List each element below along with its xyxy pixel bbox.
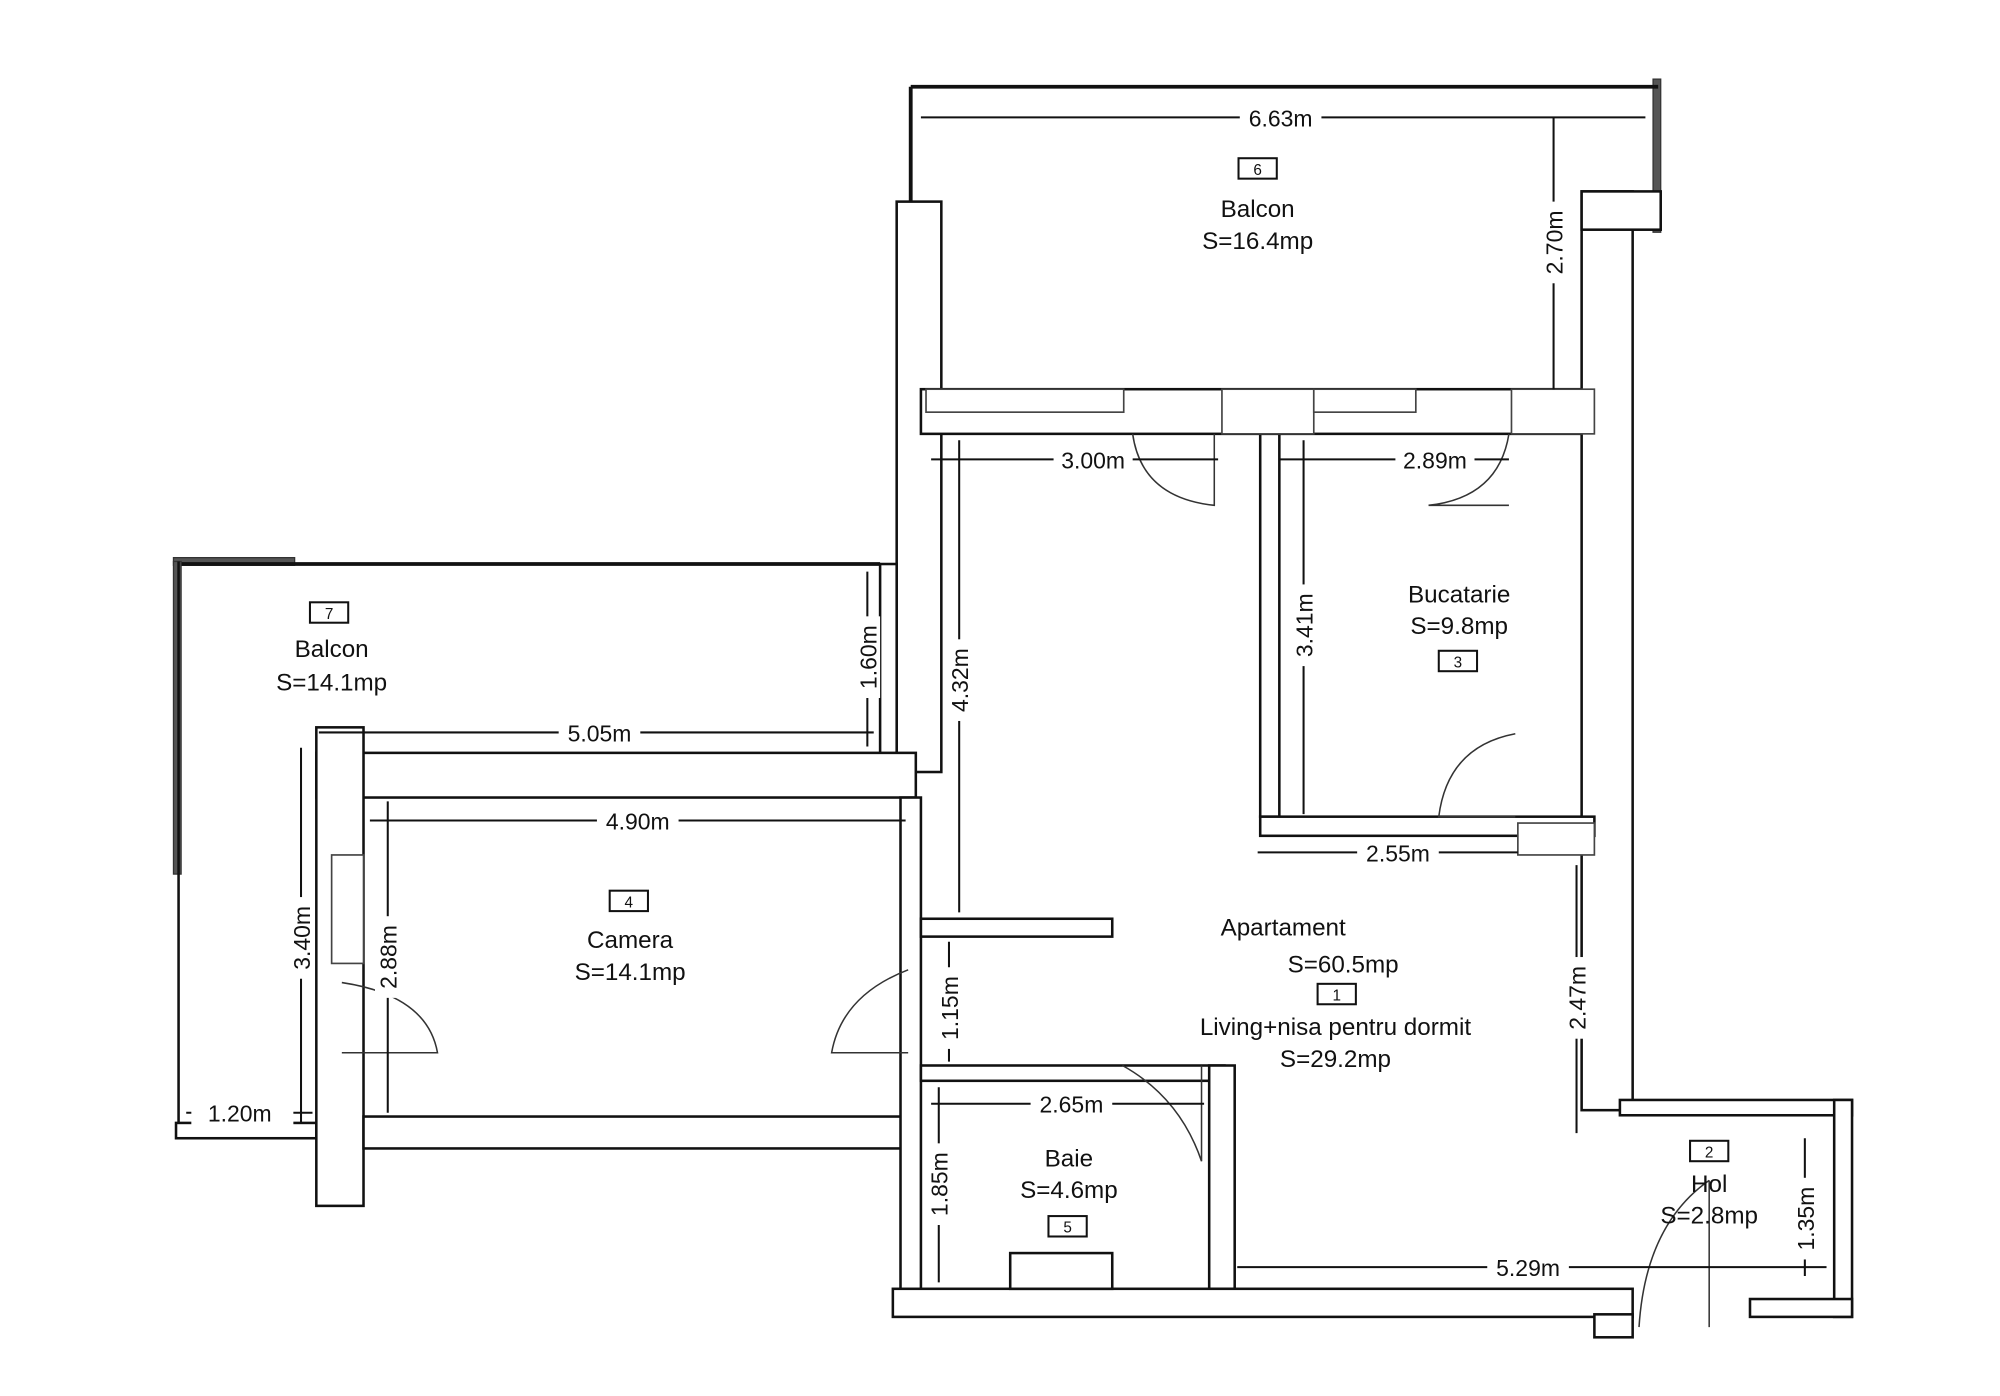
dim-label: 5.05m bbox=[568, 720, 632, 746]
dim-label: 2.55m bbox=[1366, 840, 1430, 866]
room-5: Baie S=4.6mp 5 bbox=[1020, 1145, 1118, 1238]
room-area: S=16.4mp bbox=[1202, 228, 1313, 255]
dim-label: 2.88m bbox=[376, 925, 402, 989]
room-1: Apartament S=60.5mp 1 Living+nisa pentru… bbox=[1200, 914, 1471, 1072]
dim-label: 2.65m bbox=[1040, 1092, 1104, 1118]
room-area: S=14.1mp bbox=[276, 669, 387, 696]
dim-label: 6.63m bbox=[1249, 105, 1313, 131]
dim-label: 1.60m bbox=[855, 625, 881, 689]
dim-label: 3.40m bbox=[289, 906, 315, 970]
dim-label: 4.32m bbox=[947, 648, 973, 712]
room-2: 2 Hol S=2.8mp bbox=[1660, 1139, 1758, 1230]
dim-label: 4.90m bbox=[606, 808, 670, 834]
room-area: S=29.2mp bbox=[1280, 1046, 1391, 1073]
room-number: 5 bbox=[1063, 1220, 1072, 1237]
room-area: S=2.8mp bbox=[1660, 1203, 1758, 1230]
room-number: 3 bbox=[1454, 654, 1463, 671]
dim-label: 3.00m bbox=[1061, 447, 1125, 473]
room-name: Bucatarie bbox=[1408, 581, 1510, 608]
room-name: Living+nisa pentru dormit bbox=[1200, 1014, 1471, 1041]
room-name: Balcon bbox=[295, 636, 369, 663]
doors bbox=[341, 433, 1710, 1328]
dim-label: 2.89m bbox=[1403, 447, 1467, 473]
room-name: Balcon bbox=[1221, 196, 1295, 223]
walls bbox=[172, 78, 1854, 1339]
apartment-title: Apartament bbox=[1221, 914, 1346, 941]
dim-label: 2.47m bbox=[1564, 966, 1590, 1030]
room-4: 4 Camera S=14.1mp bbox=[575, 889, 686, 986]
room-number: 6 bbox=[1253, 162, 1262, 179]
room-area: S=14.1mp bbox=[575, 959, 686, 986]
room-number: 2 bbox=[1705, 1144, 1714, 1161]
room-name: Hol bbox=[1691, 1171, 1727, 1198]
room-7: 7 Balcon S=14.1mp bbox=[276, 601, 387, 696]
dim-label: 2.70m bbox=[1542, 211, 1568, 275]
room-number: 4 bbox=[625, 894, 634, 911]
apartment-area: S=60.5mp bbox=[1288, 951, 1399, 978]
room-6: 6 Balcon S=16.4mp bbox=[1202, 157, 1313, 255]
room-name: Baie bbox=[1045, 1145, 1093, 1172]
room-3: Bucatarie S=9.8mp 3 bbox=[1408, 581, 1510, 673]
dim-label: 1.15m bbox=[937, 976, 963, 1040]
dim-label: 1.85m bbox=[927, 1152, 953, 1216]
room-number: 7 bbox=[325, 606, 334, 623]
room-name: Camera bbox=[587, 927, 674, 954]
room-area: S=9.8mp bbox=[1410, 613, 1508, 640]
room-area: S=4.6mp bbox=[1020, 1177, 1118, 1204]
dim-label: 1.35m bbox=[1793, 1187, 1819, 1251]
room-number: 1 bbox=[1332, 987, 1341, 1004]
dim-label: 1.20m bbox=[208, 1101, 272, 1127]
dimension-labels: 6.63m 3.00m 2.89m 5.05m 4.90m 1.20m 2.55… bbox=[191, 104, 1819, 1281]
dim-label: 3.41m bbox=[1292, 593, 1318, 657]
dim-label: 5.29m bbox=[1496, 1255, 1560, 1281]
